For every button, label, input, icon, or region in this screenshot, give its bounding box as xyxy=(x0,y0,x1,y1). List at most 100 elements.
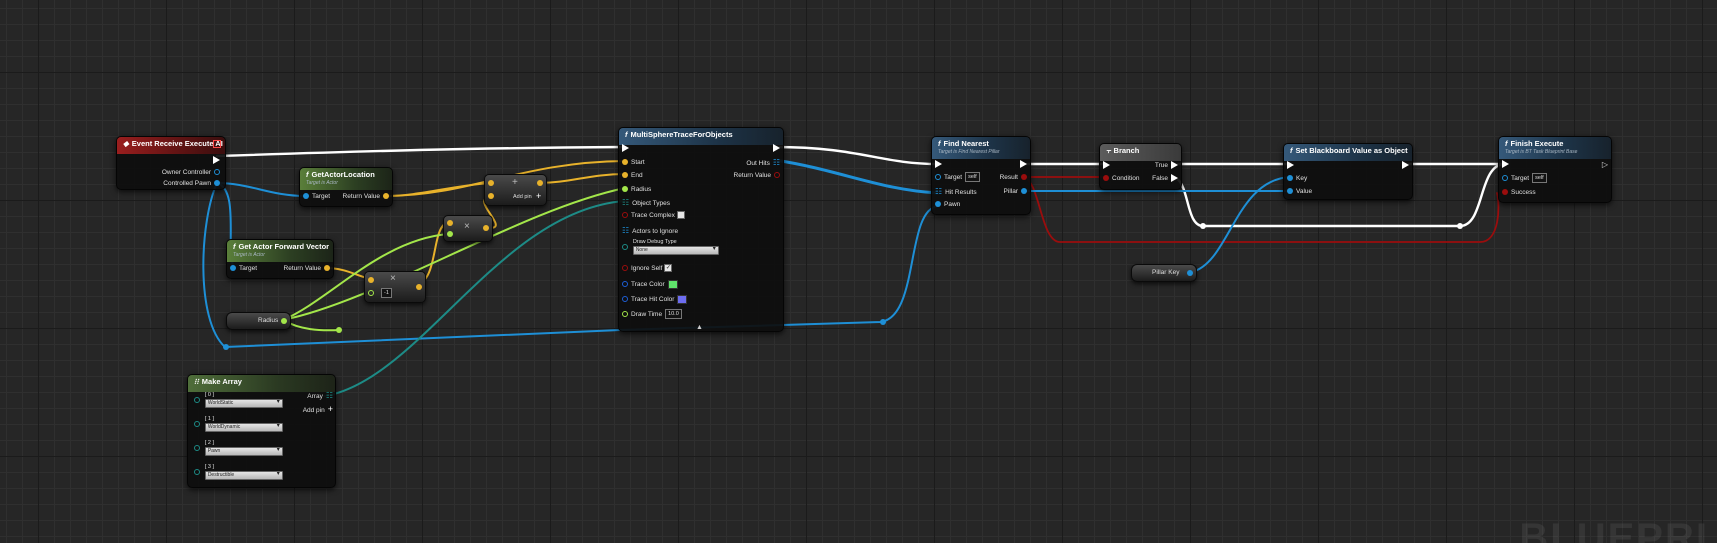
make-array-item-dropdown[interactable]: Destructible xyxy=(204,471,283,480)
trace-out-hits-pin[interactable]: ☷ xyxy=(772,158,780,167)
make-array-item-dropdown[interactable]: WorldDynamic xyxy=(204,423,283,432)
trace-color-swatch[interactable] xyxy=(667,279,678,289)
draw-debug-type-pin[interactable] xyxy=(622,244,628,250)
controlled-pawn-pin[interactable] xyxy=(214,180,220,187)
radius-variable-node[interactable]: Radius xyxy=(226,312,291,330)
multi-trace-exec-in-pin[interactable] xyxy=(622,144,629,153)
multiply-neg-output-pin[interactable] xyxy=(416,284,422,290)
branch-false-pin[interactable] xyxy=(1171,174,1178,183)
get-location-target-pin[interactable] xyxy=(303,193,309,200)
owner-controller-pin[interactable] xyxy=(214,169,220,176)
find-nearest-target-pin[interactable] xyxy=(935,174,941,181)
draw-time-field[interactable]: 10.0 xyxy=(665,309,682,320)
event-receive-execute-ai-node[interactable]: ◆Event Receive Execute AI Owner Controll… xyxy=(116,136,226,190)
collapse-advanced-chevron-icon[interactable]: ▲ xyxy=(696,324,703,331)
add-pin-plus-icon[interactable]: + xyxy=(536,191,542,201)
get-forward-return-pin[interactable] xyxy=(324,265,330,272)
multiply-neg-input-a-pin[interactable] xyxy=(368,277,374,283)
draw-time-pin[interactable] xyxy=(622,311,628,318)
set-blackboard-value-pin[interactable] xyxy=(1287,188,1293,195)
make-array-addpin-icon[interactable]: + xyxy=(327,404,333,414)
event-exec-out-pin[interactable] xyxy=(213,156,220,165)
add-output-pin[interactable] xyxy=(537,180,543,186)
branch-node[interactable]: ⫟Branch True Condition False xyxy=(1099,143,1182,190)
hit-results-pin[interactable]: ☷ xyxy=(935,187,943,196)
trace-complex-pin[interactable] xyxy=(622,212,628,219)
add-input-b-pin[interactable] xyxy=(488,193,494,199)
multiply-neg-value-field[interactable]: -1 xyxy=(381,288,392,298)
pillar-out-pin[interactable] xyxy=(1021,188,1027,195)
exec-wire-event-to-trace xyxy=(215,145,627,158)
set-blackboard-key-pin[interactable] xyxy=(1287,175,1293,182)
ignore-self-checkbox[interactable]: ✓ xyxy=(664,264,673,273)
make-array-out-pin[interactable]: ☷ xyxy=(325,391,333,400)
set-blackboard-exec-out-pin[interactable] xyxy=(1402,161,1409,170)
trace-hit-color-pin[interactable] xyxy=(622,296,628,303)
radius-variable-out-pin[interactable] xyxy=(281,318,287,324)
actors-to-ignore-pin[interactable]: ☷ xyxy=(622,226,630,235)
make-array-header[interactable]: ⁝⁝Make Array xyxy=(188,375,335,392)
multiply-by-negative-one-node[interactable]: × -1 xyxy=(364,271,426,303)
multiply-neg-input-b-pin[interactable] xyxy=(368,290,374,296)
set-blackboard-exec-in-pin[interactable] xyxy=(1287,161,1294,170)
pillar-key-out-pin[interactable] xyxy=(1187,270,1193,276)
multiply-vec-output-pin[interactable] xyxy=(483,225,489,231)
make-array-item-dropdown[interactable]: Pawn xyxy=(204,447,283,456)
trace-start-pin[interactable] xyxy=(622,159,628,166)
find-nearest-target-field[interactable]: self xyxy=(965,172,980,183)
ignore-self-label: Ignore Self xyxy=(631,265,663,272)
draw-debug-type-dropdown[interactable]: None xyxy=(632,246,719,255)
make-array-node[interactable]: ⁝⁝Make Array Array☷ Add pin+ [ 0 ] World… xyxy=(187,374,336,488)
branch-true-pin[interactable] xyxy=(1171,161,1178,170)
multi-trace-exec-out-pin[interactable] xyxy=(773,144,780,153)
add-input-a-pin[interactable] xyxy=(488,180,494,186)
branch-exec-in-pin[interactable] xyxy=(1103,161,1110,170)
finish-target-field[interactable]: self xyxy=(1532,173,1547,184)
trace-complex-checkbox[interactable] xyxy=(676,211,685,220)
trace-radius-pin[interactable] xyxy=(622,186,628,193)
vector-multiply-node[interactable]: × xyxy=(443,215,493,242)
trace-end-pin[interactable] xyxy=(622,172,628,179)
trace-return-pin[interactable] xyxy=(774,172,780,179)
finish-exec-in-pin[interactable] xyxy=(1502,160,1509,169)
finish-success-pin[interactable] xyxy=(1502,189,1508,196)
finish-target-pin[interactable] xyxy=(1502,175,1508,182)
get-location-return-pin[interactable] xyxy=(383,193,389,200)
trace-color-pin[interactable] xyxy=(622,281,628,288)
make-array-item-pin[interactable] xyxy=(194,469,200,475)
pillar-key-variable-node[interactable]: Pillar Key xyxy=(1131,264,1197,282)
branch-header[interactable]: ⫟Branch xyxy=(1100,144,1181,161)
get-forward-target-pin[interactable] xyxy=(230,265,236,272)
make-array-item-pin[interactable] xyxy=(194,397,200,403)
make-array-item-pin[interactable] xyxy=(194,445,200,451)
branch-condition-pin[interactable] xyxy=(1103,175,1109,182)
multiply-vec-input-a-pin[interactable] xyxy=(447,220,453,226)
trace-object-types-pin[interactable]: ☷ xyxy=(622,198,630,207)
find-nearest-exec-in-pin[interactable] xyxy=(935,160,942,169)
trace-hit-color-swatch[interactable] xyxy=(677,294,688,304)
event-delegate-pin[interactable] xyxy=(213,140,221,148)
ignore-self-pin[interactable] xyxy=(622,265,628,272)
finish-exec-out-pin[interactable] xyxy=(1592,161,1599,169)
event-node-header[interactable]: ◆Event Receive Execute AI xyxy=(117,137,225,154)
vector-add-node[interactable]: + Add pin + xyxy=(484,174,547,206)
find-nearest-result-pin[interactable] xyxy=(1021,174,1027,181)
make-array-item-pin[interactable] xyxy=(194,421,200,427)
find-nearest-exec-out-pin[interactable] xyxy=(1020,160,1027,169)
find-nearest-pawn-pin[interactable] xyxy=(935,201,941,208)
multiply-vec-input-b-pin[interactable] xyxy=(447,231,453,237)
make-array-item-dropdown[interactable]: WorldStatic xyxy=(204,399,283,408)
